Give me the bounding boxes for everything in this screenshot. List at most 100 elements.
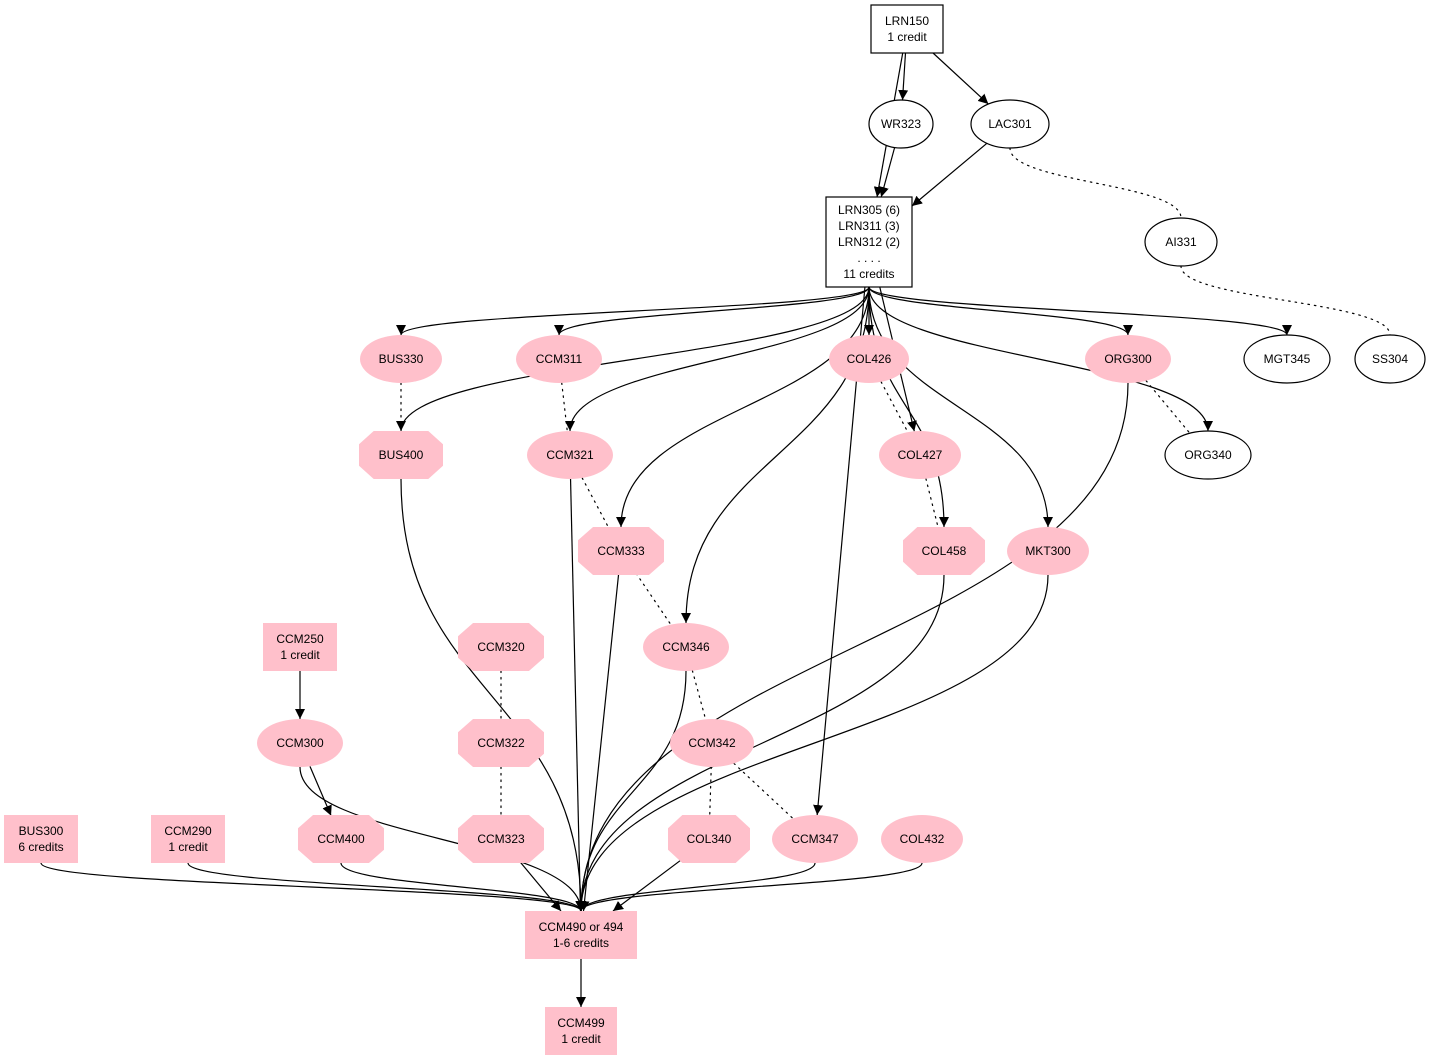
node-label: CCM321 — [546, 448, 594, 462]
ellipse-shape — [970, 99, 1050, 149]
octagon-shape — [458, 719, 544, 767]
node-label: BUS300 — [19, 824, 64, 838]
box-shape — [870, 4, 944, 54]
octagon-shape — [458, 623, 544, 671]
node-ccm333[interactable]: CCM333 — [578, 527, 664, 575]
ellipse-shape — [360, 335, 442, 383]
node-ccm320[interactable]: CCM320 — [458, 623, 544, 671]
node-col426[interactable]: COL426 — [829, 335, 909, 383]
node-mkt300[interactable]: MKT300 — [1007, 527, 1089, 575]
node-ccm347[interactable]: CCM347 — [772, 815, 858, 863]
edge-lrn150-lac301 — [932, 52, 989, 105]
node-ccm250[interactable]: CCM250 1 credit — [263, 623, 337, 671]
ellipse-shape — [1164, 430, 1252, 480]
node-mgt345[interactable]: MGT345 — [1243, 334, 1331, 384]
edge-ai331-ss304 — [1180, 265, 1391, 336]
edge-lrn150-wr323 — [898, 52, 909, 101]
node-ccm323[interactable]: CCM323 — [458, 815, 544, 863]
node-col458[interactable]: COL458 — [903, 527, 985, 575]
node-bus300[interactable]: BUS300 6 credits — [4, 815, 78, 863]
node-label: 1 credit — [280, 648, 320, 662]
node-col427[interactable]: COL427 — [879, 431, 961, 479]
ellipse-shape — [772, 815, 858, 863]
node-label: CCM290 — [164, 824, 212, 838]
edge-lrn305-ccm311 — [554, 286, 870, 336]
box-shape — [525, 911, 637, 959]
box-shape — [825, 196, 913, 288]
edge-lrn305-org300 — [868, 286, 1133, 336]
edge-ccm342-col340 — [709, 766, 712, 816]
node-lac301[interactable]: LAC301 — [970, 99, 1050, 149]
edge-ccm290-ccm490 — [187, 862, 586, 912]
octagon-shape — [298, 815, 384, 863]
edge-lrn305-ccm333 — [616, 286, 870, 528]
node-ss304[interactable]: SS304 — [1354, 334, 1426, 384]
octagon-shape — [359, 431, 443, 479]
node-label: CCM250 — [276, 632, 324, 646]
edge-lrn305-ccm321 — [565, 286, 870, 432]
ellipse-shape — [516, 335, 602, 383]
node-ccm311[interactable]: CCM311 — [516, 335, 602, 383]
node-org340[interactable]: ORG340 — [1164, 430, 1252, 480]
ellipse-shape — [881, 815, 963, 863]
edges-layer — [40, 52, 1391, 1007]
node-ccm300[interactable]: CCM300 — [257, 719, 343, 767]
box-shape — [263, 623, 337, 671]
node-label: CCM346 — [662, 640, 710, 654]
node-ccm322[interactable]: CCM322 — [458, 719, 544, 767]
node-bus330[interactable]: BUS330 — [360, 335, 442, 383]
node-ccm400[interactable]: CCM400 — [298, 815, 384, 863]
node-ccm346[interactable]: CCM346 — [643, 623, 729, 671]
ellipse-shape — [257, 719, 343, 767]
node-wr323[interactable]: WR323 — [868, 99, 934, 149]
node-label: 6 credits — [18, 840, 63, 854]
node-ccm290[interactable]: CCM290 1 credit — [151, 815, 225, 863]
node-org300[interactable]: ORG300 — [1085, 335, 1171, 383]
node-label: LRN312 (2) — [838, 235, 900, 249]
edge-lac301-lrn305 — [911, 142, 988, 207]
edge-col458-ccm490 — [576, 574, 945, 912]
edge-ccm346-ccm342 — [691, 670, 707, 720]
edge-lrn305-org340 — [868, 286, 1213, 432]
node-label: 1 credit — [168, 840, 208, 854]
node-label: BUS400 — [379, 448, 424, 462]
node-label: LRN305 (6) — [838, 203, 900, 217]
node-lrn305[interactable]: LRN305 (6)LRN311 (3)LRN312 (2). . . .11 … — [825, 196, 913, 288]
edge-ccm323-ccm490 — [518, 860, 562, 912]
octagon-shape — [458, 815, 544, 863]
ellipse-shape — [879, 431, 961, 479]
node-label: COL427 — [898, 448, 943, 462]
node-label: CCM311 — [536, 352, 583, 366]
node-label: LRN150 — [885, 14, 929, 28]
node-label: . . . . — [857, 251, 880, 265]
node-label: CCM322 — [477, 736, 525, 750]
node-bus400[interactable]: BUS400 — [359, 431, 443, 479]
edge-org300-ccm490 — [576, 382, 1129, 912]
box-shape — [151, 815, 225, 863]
node-ccm342[interactable]: CCM342 — [670, 719, 754, 767]
node-col340[interactable]: COL340 — [668, 815, 750, 863]
node-ccm321[interactable]: CCM321 — [527, 431, 613, 479]
node-label: ORG340 — [1184, 448, 1232, 462]
node-label: 11 credits — [843, 267, 894, 281]
edge-col432-ccm490 — [576, 862, 923, 912]
edge-ccm400-ccm490 — [340, 862, 586, 912]
node-label: SS304 — [1372, 352, 1408, 366]
node-ai331[interactable]: AI331 — [1144, 217, 1218, 267]
box-shape — [4, 815, 78, 863]
edge-mkt300-ccm490 — [576, 574, 1049, 912]
node-col432[interactable]: COL432 — [881, 815, 963, 863]
node-label: AI331 — [1165, 235, 1197, 249]
edge-col427-col458 — [925, 478, 939, 528]
node-label: CCM342 — [688, 736, 736, 750]
ellipse-shape — [670, 719, 754, 767]
edge-org300-org340 — [1145, 380, 1191, 434]
edge-ccm333-ccm346 — [635, 572, 672, 626]
edge-lrn305-ccm346 — [681, 286, 870, 624]
ellipse-shape — [1354, 334, 1426, 384]
ellipse-shape — [1243, 334, 1331, 384]
